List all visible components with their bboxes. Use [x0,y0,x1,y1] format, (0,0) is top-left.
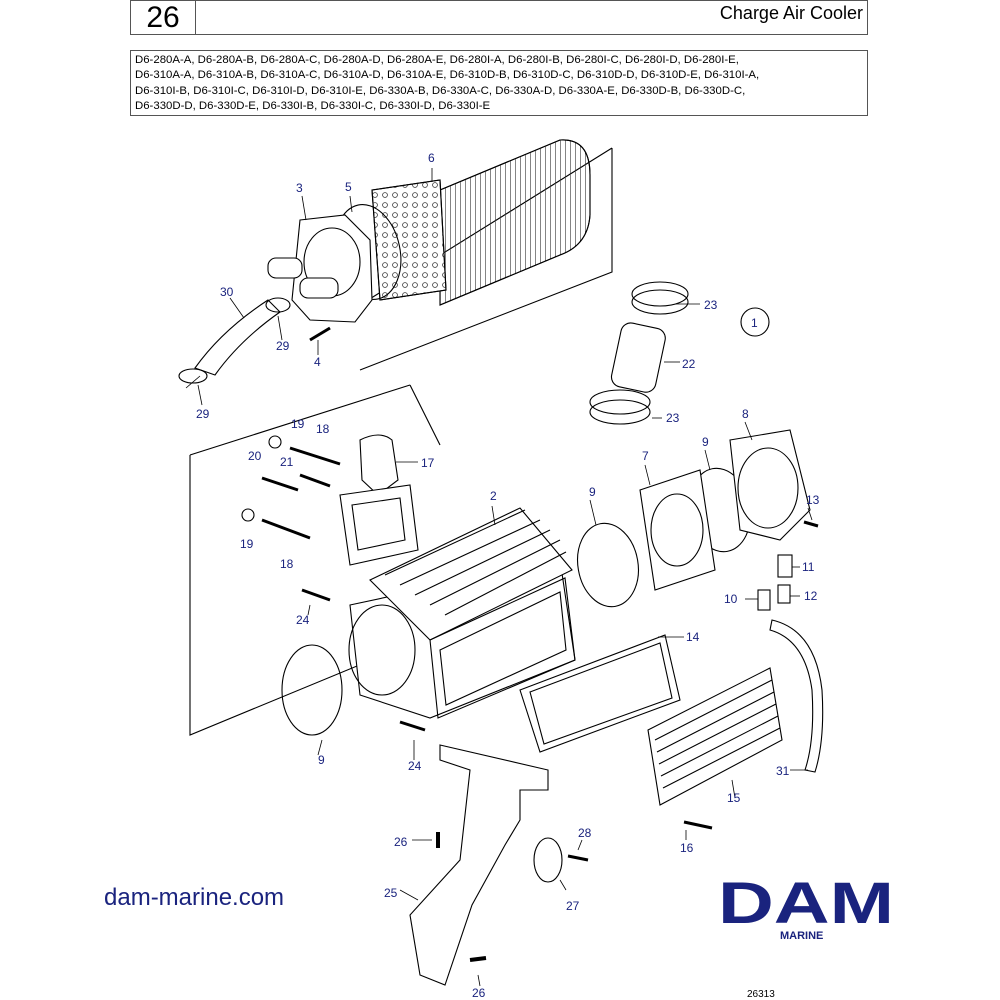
cooler-body-part-2 [348,507,576,719]
model-list: D6-280A-A, D6-280A-B, D6-280A-C, D6-280A… [130,50,868,116]
elbow-part-17 [359,434,399,496]
gasket-part-14 [519,634,681,753]
callout-11: 11 [802,560,815,574]
hose-part-31 [769,619,824,773]
callout-24-lower: 24 [408,759,422,773]
fitting-part-10 [757,589,771,611]
callout-16: 16 [680,841,694,855]
logo-text: DAM [718,876,894,931]
callout-3: 3 [296,181,303,195]
callout-6: 6 [428,151,435,165]
callout-21: 21 [280,455,294,469]
callout-29-upper: 29 [276,339,290,353]
callout-10: 10 [724,592,738,606]
clamp-part-27 [533,837,563,883]
header-box: 26 Charge Air Cooler [130,0,868,35]
bolt-part-21 [299,473,331,488]
callout-1: 1 [751,316,758,330]
bolt-part-18-lower [261,518,311,540]
gasket-part-7 [639,469,716,591]
clamp-part-29-lower [178,368,208,384]
bolt-part-24-upper [301,588,331,602]
callout-2: 2 [490,489,497,503]
model-line: D6-310A-A, D6-310A-B, D6-310A-C, D6-310A… [135,69,760,82]
callout-26-lower: 26 [472,986,486,1000]
callout-19-upper: 19 [291,417,305,431]
section-number: 26 [131,1,196,34]
callout-30: 30 [220,285,234,299]
bolt-part-18-upper [289,446,341,466]
callout-31: 31 [776,764,790,778]
callout-23-upper: 23 [704,298,718,312]
model-line: D6-310I-B, D6-310I-C, D6-310I-D, D6-310I… [135,84,746,97]
callout-4: 4 [314,355,321,369]
callout-9-left: 9 [318,753,325,767]
callout-29-lower: 29 [196,407,210,421]
screw-part-13 [803,520,819,528]
fitting-part-11 [777,554,793,578]
o-ring-part-9-left [281,644,343,736]
callout-17: 17 [421,456,435,470]
dam-logo: DAM [718,876,894,931]
bolt-part-26-lower [469,956,487,962]
bolt-part-4 [309,326,331,342]
note-circle-1 [740,307,770,337]
clamp-part-23-upper [631,281,689,307]
housing-part-3 [267,214,373,323]
clamp-part-29-upper [265,297,291,313]
callout-26-upper: 26 [394,835,408,849]
hose-part-30 [194,299,281,376]
bolt-part-24-lower [399,720,426,732]
clamp-part-23-lower [589,389,651,415]
callout-27: 27 [566,899,580,913]
callout-7: 7 [642,449,649,463]
bolt-part-20 [261,476,299,492]
end-cover-part-8 [729,429,811,541]
drawing-id: 26313 [747,989,775,1000]
callout-20: 20 [248,449,262,463]
bracket-part-25 [409,744,549,986]
section-title: Charge Air Cooler [719,3,863,23]
model-line: D6-280A-A, D6-280A-B, D6-280A-C, D6-280A… [135,54,739,66]
callout-19-lower: 19 [240,537,254,551]
nut-part-19-lower [241,508,255,522]
o-ring-part-9-center [577,522,639,608]
callout-9-right: 9 [702,435,709,449]
nut-part-19-upper [268,435,282,449]
cover-plate-part-15 [647,667,783,806]
logo-subtext: MARINE [780,930,824,942]
bolt-part-28 [567,854,589,862]
screw-part-16 [683,820,713,830]
fitting-part-12 [777,584,791,604]
callout-25: 25 [384,886,398,900]
lower-frame [189,455,421,736]
callout-8: 8 [742,407,749,421]
callout-24-upper: 24 [296,613,310,627]
website-link[interactable]: dam-marine.com [104,884,285,911]
filter-element-part-6 [371,139,591,306]
callout-5: 5 [345,180,352,194]
callout-23-lower: 23 [666,411,680,425]
callout-22: 22 [682,357,696,371]
callout-15: 15 [727,791,741,805]
model-line: D6-330D-D, D6-330D-E, D6-330I-B, D6-330I… [135,99,491,112]
callout-28: 28 [578,826,592,840]
callout-13: 13 [806,493,820,507]
callout-18-lower: 18 [280,557,294,571]
hose-part-22 [610,322,666,393]
upper-frame [359,148,613,371]
callout-14: 14 [686,630,700,644]
callout-12: 12 [804,589,818,603]
callout-9-center: 9 [589,485,596,499]
callout-18-upper: 18 [316,422,330,436]
